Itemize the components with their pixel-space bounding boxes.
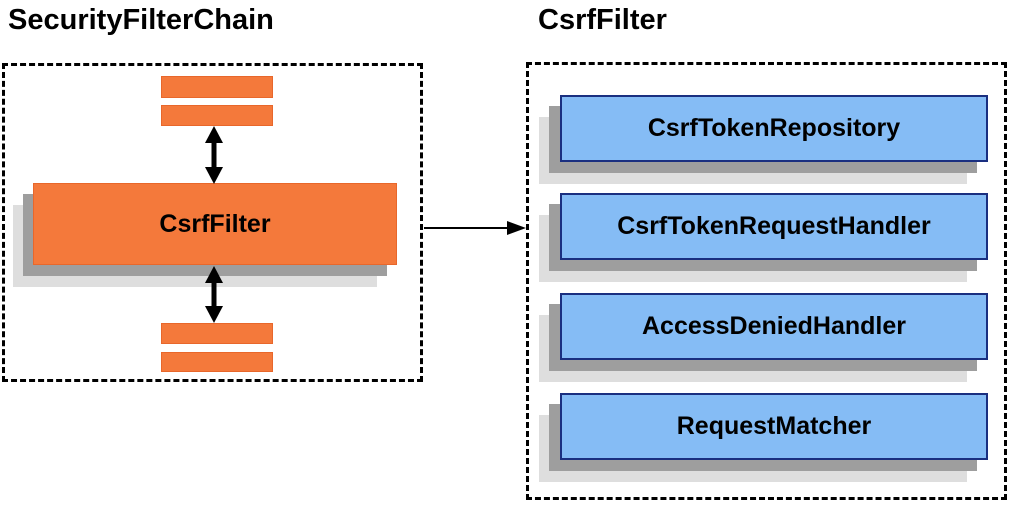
security-filter-chain-title: SecurityFilterChain — [8, 4, 274, 36]
csrf-filter-box-label: CsrfFilter — [159, 209, 271, 238]
csrf-token-request-handler-label: CsrfTokenRequestHandler — [617, 212, 931, 240]
access-denied-handler-box: AccessDeniedHandler — [560, 293, 988, 360]
security-filter-chain-container — [2, 63, 423, 382]
csrf-filter-box: CsrfFilter — [33, 183, 397, 265]
request-matcher-label: RequestMatcher — [676, 412, 872, 440]
flow-arrow-icon — [424, 221, 526, 235]
filter-bar-bottom-1 — [161, 323, 273, 344]
filter-bar-top-2 — [161, 105, 273, 126]
csrf-token-request-handler-box: CsrfTokenRequestHandler — [560, 193, 988, 260]
access-denied-handler-label: AccessDeniedHandler — [641, 312, 906, 340]
filter-bar-bottom-2 — [161, 352, 273, 372]
csrf-filter-title: CsrfFilter — [538, 4, 667, 36]
csrf-token-repository-box: CsrfTokenRepository — [560, 95, 988, 162]
csrf-filter-container — [526, 62, 1007, 500]
filter-bar-top-1 — [161, 76, 273, 98]
csrf-token-repository-label: CsrfTokenRepository — [647, 114, 901, 142]
request-matcher-box: RequestMatcher — [560, 393, 988, 460]
